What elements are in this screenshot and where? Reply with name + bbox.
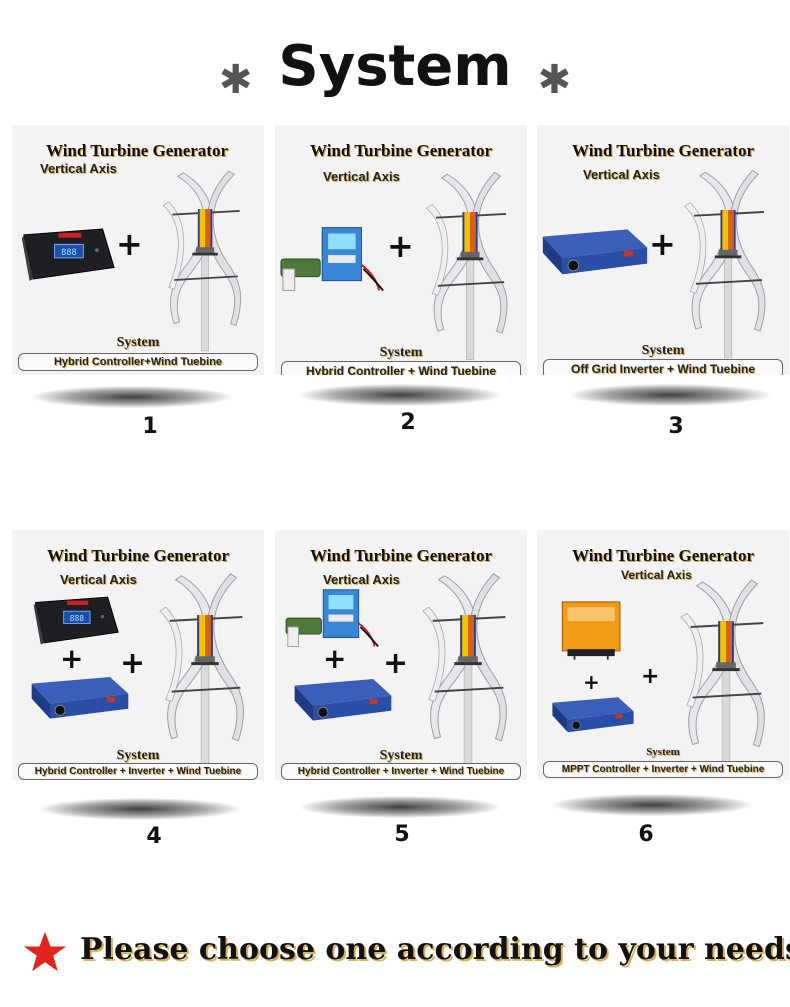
plus-icon: +	[116, 225, 143, 263]
hybrid-controller-image	[20, 225, 116, 283]
hybrid-controller-image	[279, 225, 387, 295]
card-shadow	[32, 386, 232, 408]
card-subheading: Vertical Axis	[323, 572, 400, 587]
system-description: Hybrid Controller + Inverter + Wind Tueb…	[281, 763, 521, 780]
card-shadow	[300, 796, 500, 818]
inverter-image	[551, 692, 635, 736]
system-description: MPPT Controller + Inverter + Wind Tuebin…	[543, 761, 783, 778]
option-number: 5	[394, 822, 410, 847]
wind-turbine-image	[156, 165, 256, 355]
hybrid-controller-image	[279, 588, 387, 650]
plus-icon: +	[323, 642, 347, 675]
page-title: ✱ System ✱	[0, 34, 790, 103]
system-label: System	[116, 748, 160, 763]
card-heading: Wind Turbine Generator	[310, 546, 492, 565]
wind-turbine-image	[152, 570, 260, 770]
card-shadow	[300, 384, 500, 406]
plus-icon: +	[387, 227, 414, 265]
card-heading: Wind Turbine Generator	[310, 141, 492, 160]
plus-icon: +	[120, 646, 146, 681]
system-card-3[interactable]: Wind Turbine Generator Vertical Axis + S…	[537, 125, 789, 375]
plus-icon: +	[383, 646, 409, 681]
inverter-image	[30, 670, 130, 724]
footer-text: Please choose one according to your need…	[80, 932, 790, 967]
off-grid-inverter-image	[541, 221, 649, 281]
footer-note: Please choose one according to your need…	[22, 930, 790, 980]
page-title-text: System	[278, 34, 512, 99]
system-card-4[interactable]: Wind Turbine Generator Vertical Axis + +…	[12, 530, 264, 780]
option-number: 3	[668, 414, 684, 439]
plus-icon: +	[649, 225, 676, 263]
option-number: 6	[638, 822, 654, 847]
option-number: 1	[142, 414, 158, 439]
card-subheading: Vertical Axis	[323, 169, 400, 184]
mppt-controller-image	[557, 598, 627, 660]
wind-turbine-image	[415, 570, 523, 770]
system-card-5[interactable]: Wind Turbine Generator Vertical Axis + +…	[275, 530, 527, 780]
option-number: 4	[146, 824, 162, 849]
hybrid-controller-image	[32, 592, 120, 648]
card-shadow	[40, 798, 240, 820]
card-heading: Wind Turbine Generator	[47, 546, 229, 565]
system-label: System	[646, 746, 680, 758]
system-card-2[interactable]: Wind Turbine Generator Vertical Axis + S…	[275, 125, 527, 375]
inverter-image	[293, 672, 393, 726]
card-subheading: Vertical Axis	[621, 568, 692, 582]
system-card-1[interactable]: Wind Turbine Generator Vertical Axis + S…	[12, 125, 264, 375]
system-label: System	[379, 748, 423, 763]
card-subheading: Vertical Axis	[60, 572, 137, 587]
system-label: System	[641, 343, 685, 358]
wind-turbine-image	[677, 163, 781, 363]
card-shadow	[570, 384, 770, 406]
system-label: System	[116, 335, 160, 350]
system-description: Hybrid Controller + Inverter + Wind Tueb…	[18, 763, 258, 780]
card-heading: Wind Turbine Generator	[46, 141, 228, 160]
plus-icon: +	[60, 642, 84, 675]
card-heading: Wind Turbine Generator	[572, 141, 754, 160]
plus-icon: +	[641, 664, 660, 689]
system-label: System	[379, 345, 423, 360]
asterisk-icon: ✱	[537, 56, 572, 103]
plus-icon: +	[583, 670, 600, 694]
card-heading: Wind Turbine Generator	[572, 546, 754, 565]
system-description: Off Grid Inverter + Wind Tuebine	[543, 359, 783, 375]
system-description: Hybrid Controller+Wind Tuebine	[18, 353, 258, 371]
card-subheading: Vertical Axis	[583, 167, 660, 182]
system-description: Hybrid Controller + Wind Tuebine	[281, 361, 521, 375]
wind-turbine-image	[419, 165, 523, 365]
card-subheading: Vertical Axis	[40, 161, 117, 176]
card-shadow	[552, 794, 752, 816]
red-star-icon	[23, 931, 67, 972]
option-number: 2	[400, 410, 416, 435]
wind-turbine-image	[673, 578, 781, 774]
asterisk-icon: ✱	[218, 56, 253, 103]
system-card-6[interactable]: Wind Turbine Generator Vertical Axis + +…	[537, 530, 789, 780]
